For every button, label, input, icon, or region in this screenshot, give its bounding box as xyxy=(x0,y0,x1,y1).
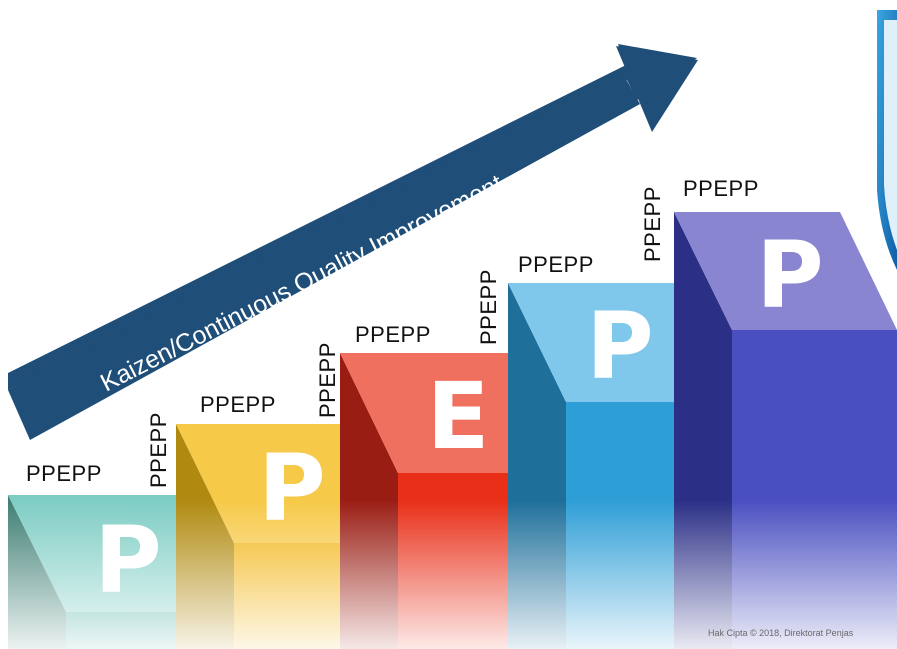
step-3-riser-label: PPEPP xyxy=(476,269,501,345)
bottom-fade xyxy=(0,500,897,649)
step-2-cycle-label: PPEPP xyxy=(200,392,276,417)
step-4-cycle-label: PPEPP xyxy=(518,252,594,277)
copyright-text: Hak Cipta © 2018, Direktorat Penjas xyxy=(708,628,854,638)
step-3-letter: E xyxy=(427,363,490,470)
step-4-riser-label: PPEPP xyxy=(640,186,665,262)
step-1-riser-label: PPEPP xyxy=(146,412,171,488)
step-1-cycle-label: PPEPP xyxy=(26,461,102,486)
shield-icon xyxy=(877,10,897,270)
step-5-letter: P xyxy=(756,222,823,329)
step-2-riser-label: PPEPP xyxy=(315,342,340,418)
step-4-letter: P xyxy=(586,293,653,400)
step-5-cycle-label: PPEPP xyxy=(683,176,759,201)
step-3-cycle-label: PPEPP xyxy=(355,322,431,347)
